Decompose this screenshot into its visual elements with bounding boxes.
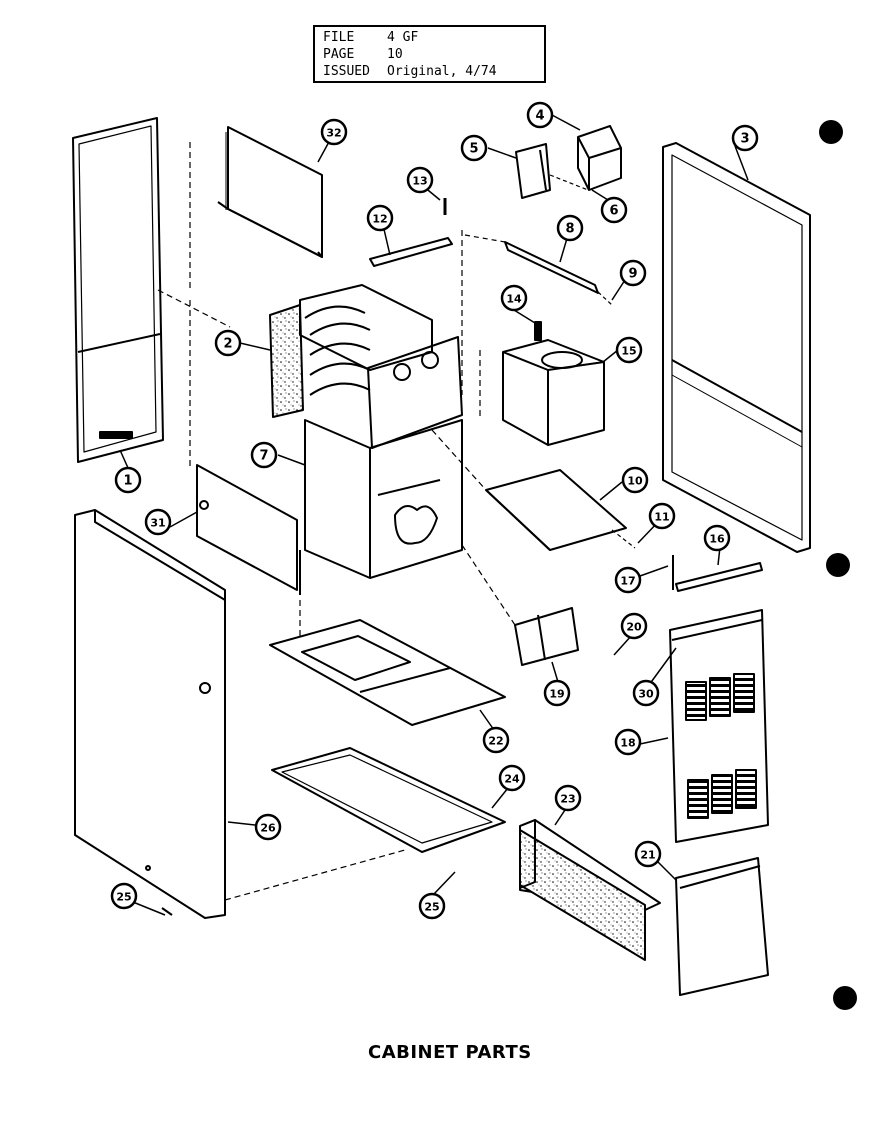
part-1-side-panel [72, 117, 164, 463]
callout-label: 12 [372, 213, 387, 226]
callout-22: 22 [482, 726, 510, 754]
part-10-shelf [485, 469, 627, 551]
callout-10: 10 [621, 466, 649, 494]
callout-31: 31 [144, 508, 172, 536]
callout-14: 14 [500, 284, 528, 312]
part-16-bracket [675, 562, 763, 592]
callout-2: 2 [214, 329, 242, 357]
callout-label: 16 [709, 533, 725, 546]
callout-label: 15 [621, 345, 636, 358]
diagram-caption: CABINET PARTS [368, 1042, 532, 1063]
part-24-frame [271, 747, 506, 853]
file-info-box: FILE 4 GF PAGE 10 ISSUED Original, 4/74 [313, 25, 546, 83]
callout-18: 18 [614, 728, 642, 756]
registration-dot [819, 120, 843, 144]
callout-label: 20 [626, 621, 642, 634]
part-12-bracket [369, 237, 453, 267]
callout-25: 25 [110, 882, 138, 910]
callout-5: 5 [460, 134, 488, 162]
callout-label: 9 [628, 267, 637, 282]
part-32-top-deflector [217, 126, 323, 258]
part-19-bracket [514, 607, 579, 666]
callout-label: 19 [549, 688, 564, 701]
part-22-base [269, 619, 506, 726]
callout-label: 30 [638, 688, 654, 701]
callout-label: 5 [469, 142, 478, 157]
part-2-heat-exchanger [269, 284, 463, 449]
part-3-side-panel [662, 142, 811, 553]
callout-8: 8 [556, 214, 584, 242]
issued-label: ISSUED [323, 64, 370, 79]
callout-21: 21 [634, 840, 662, 868]
callout-label: 21 [640, 849, 655, 862]
callout-label: 1 [123, 474, 132, 489]
file-label: FILE [323, 30, 355, 45]
callout-30: 30 [632, 679, 660, 707]
callout-25: 25 [418, 892, 446, 920]
callout-19: 19 [543, 679, 571, 707]
callout-label: 23 [560, 793, 575, 806]
callout-3: 3 [731, 124, 759, 152]
callout-label: 11 [654, 511, 669, 524]
issued-value: Original, 4/74 [387, 64, 497, 79]
callout-label: 24 [504, 773, 520, 786]
callout-20: 20 [620, 612, 648, 640]
callout-label: 14 [506, 293, 522, 306]
callout-13: 13 [406, 166, 434, 194]
callout-label: 6 [609, 204, 618, 219]
callout-9: 9 [619, 259, 647, 287]
part-4-junction-box [577, 125, 622, 191]
page-label: PAGE [323, 47, 355, 62]
part-7-blower-housing [304, 419, 463, 579]
part-21-lower-door [675, 857, 769, 996]
callout-label: 17 [620, 575, 635, 588]
callout-label: 7 [259, 449, 268, 464]
callout-label: 4 [535, 109, 544, 124]
callout-label: 2 [223, 337, 232, 352]
callout-7: 7 [250, 441, 278, 469]
callout-label: 26 [260, 822, 276, 835]
callout-label: 3 [740, 132, 749, 147]
callout-label: 10 [627, 475, 643, 488]
callout-24: 24 [498, 764, 526, 792]
callout-label: 13 [412, 175, 427, 188]
callout-16: 16 [703, 524, 731, 552]
part-15-box [502, 321, 605, 446]
part-5-cover [515, 143, 551, 199]
callout-6: 6 [600, 196, 628, 224]
file-value: 4 GF [387, 30, 419, 45]
page-value: 10 [387, 47, 403, 62]
callout-23: 23 [554, 784, 582, 812]
part-26-front-door [74, 509, 226, 919]
part-23-filter [519, 819, 661, 961]
callout-label: 25 [424, 901, 439, 914]
callout-11: 11 [648, 502, 676, 530]
callout-label: 32 [326, 127, 341, 140]
callout-label: 18 [620, 737, 635, 750]
callout-1: 1 [114, 466, 142, 494]
callout-label: 31 [150, 517, 165, 530]
part-8-bracket [504, 241, 599, 294]
callout-label: 22 [488, 735, 503, 748]
callout-17: 17 [614, 566, 642, 594]
part-18-grille-panel [669, 609, 769, 843]
registration-dot [833, 986, 857, 1010]
callout-4: 4 [526, 101, 554, 129]
callout-12: 12 [366, 204, 394, 232]
callout-32: 32 [320, 118, 348, 146]
callout-15: 15 [615, 336, 643, 364]
registration-dot [826, 553, 850, 577]
callout-26: 26 [254, 813, 282, 841]
callout-label: 8 [565, 222, 574, 237]
callout-label: 25 [116, 891, 131, 904]
